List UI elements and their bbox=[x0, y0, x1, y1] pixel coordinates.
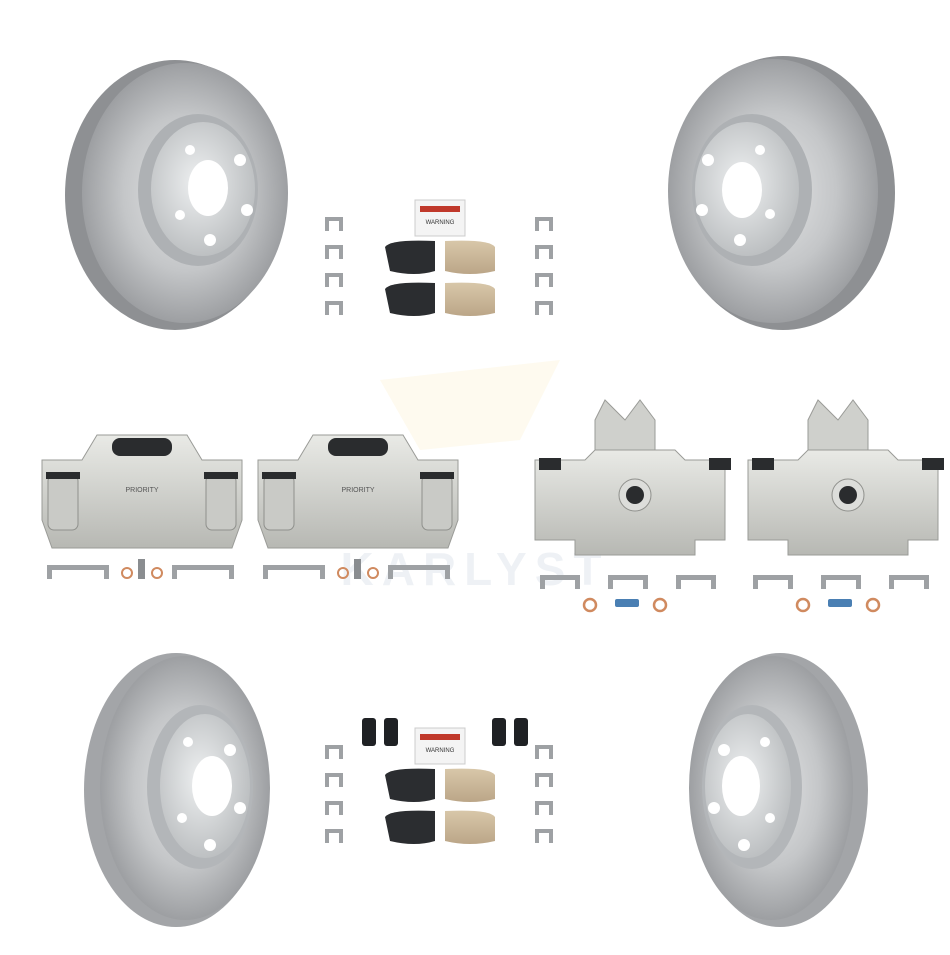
front-rotor-left bbox=[65, 60, 288, 330]
front-pad-set: WARNING bbox=[325, 718, 553, 844]
front-rotor-right bbox=[668, 56, 895, 330]
rear-caliper-right bbox=[747, 399, 944, 613]
brake-pad-backing bbox=[385, 240, 435, 274]
rear-rotor-left bbox=[84, 653, 270, 927]
packet-label: WARNING bbox=[426, 220, 455, 226]
brake-pad-backing bbox=[385, 768, 435, 802]
watermark-text: KARLYST bbox=[341, 543, 610, 595]
front-caliper-left: PRIORITY bbox=[41, 434, 243, 579]
watermark: KARLYST bbox=[341, 360, 610, 595]
warning-packet: WARNING bbox=[414, 199, 466, 237]
brake-pad-backing bbox=[385, 810, 435, 844]
caliper-casting-text: PRIORITY bbox=[341, 487, 374, 494]
brake-pad-friction bbox=[445, 810, 495, 844]
brake-pad-friction bbox=[445, 240, 495, 274]
brake-pad-friction bbox=[445, 768, 495, 802]
packet-label: WARNING bbox=[426, 748, 455, 754]
warning-packet: WARNING bbox=[414, 727, 466, 765]
brake-pad-backing bbox=[385, 282, 435, 316]
rear-caliper-left bbox=[534, 399, 731, 613]
rear-pad-set: WARNING bbox=[325, 199, 553, 316]
caliper-casting-text: PRIORITY bbox=[125, 487, 158, 494]
rear-rotor-right bbox=[689, 653, 868, 927]
front-caliper-right: PRIORITY bbox=[257, 434, 459, 579]
brake-pad-friction bbox=[445, 282, 495, 316]
